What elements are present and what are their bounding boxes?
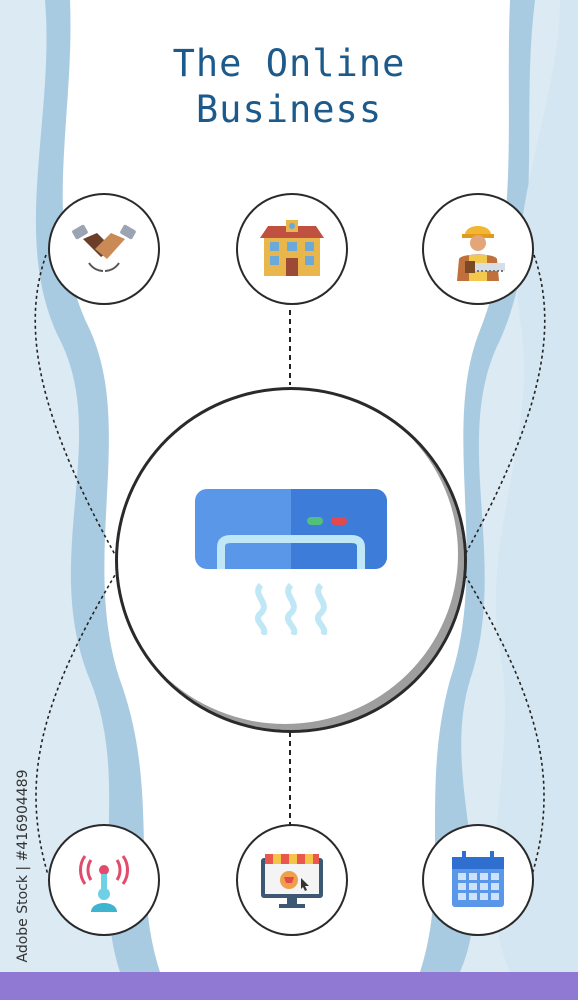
air-conditioner-icon xyxy=(195,489,387,635)
calendar-circle xyxy=(422,824,534,936)
page-title-line2: Business xyxy=(195,88,383,131)
antenna-circle xyxy=(48,824,160,936)
handshake-circle xyxy=(48,193,160,305)
page-title-line1: The Online xyxy=(172,42,406,85)
bottom-bar xyxy=(0,972,578,1000)
main-circle xyxy=(115,387,467,733)
online-shop-circle xyxy=(236,824,348,936)
calendar-icon xyxy=(452,851,504,907)
radio-antenna-icon xyxy=(79,855,129,912)
building-circle xyxy=(236,193,348,305)
handshake-icon xyxy=(72,224,136,272)
watermark-text: Adobe Stock | #416904489 xyxy=(15,769,31,963)
online-shop-icon xyxy=(261,854,323,908)
stock-watermark: Adobe Stock | #416904489 xyxy=(8,758,31,988)
worker-circle xyxy=(422,193,534,305)
building-icon xyxy=(260,220,324,276)
worker-with-saw-icon xyxy=(457,226,505,281)
